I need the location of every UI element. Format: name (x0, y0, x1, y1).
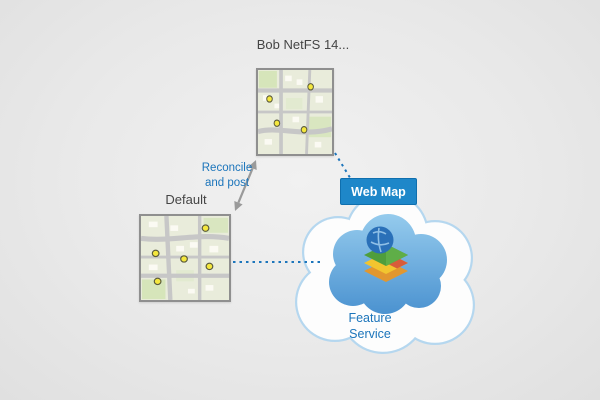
feature-service-label: Feature Service (348, 311, 392, 342)
layer-green-shade (386, 244, 408, 266)
dotted-link-webmap (334, 152, 353, 182)
web-map-badge: Web Map (340, 178, 417, 205)
map-icon (258, 70, 332, 154)
reconcile-arrow (234, 160, 257, 211)
default-map-thumbnail (139, 214, 231, 302)
map-icon (141, 216, 229, 300)
globe-lines (370, 227, 390, 253)
reconcile-post-label: Reconcile and post (201, 162, 253, 189)
feature-service-icon (364, 226, 408, 282)
bob-map-thumbnail (256, 68, 334, 156)
web-map-label: Web Map (351, 184, 406, 199)
bob-version-label: Bob NetFS 14... (256, 37, 350, 52)
default-version-label: Default (165, 192, 207, 207)
